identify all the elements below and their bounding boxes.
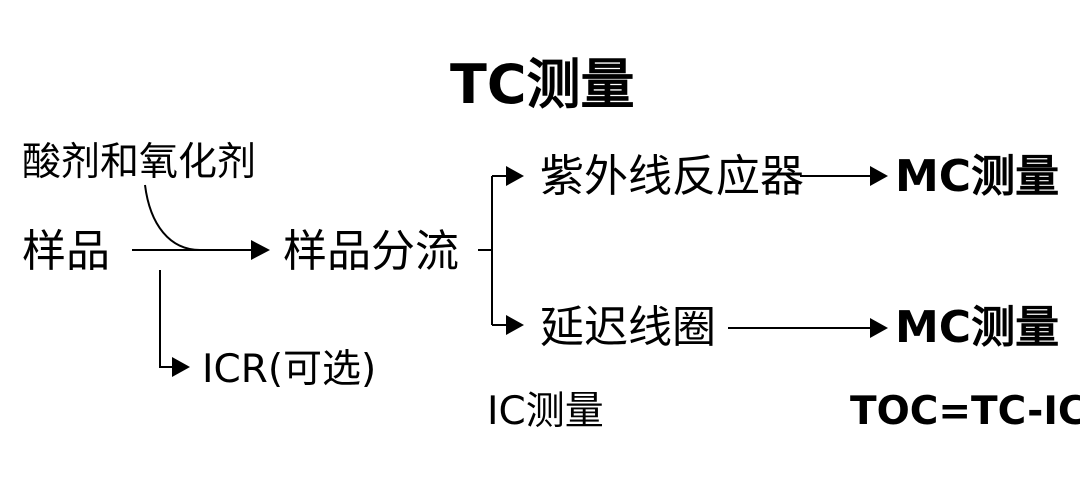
uv-reactor-label: 紫外线反应器	[540, 151, 804, 202]
sample-to-split-arrowhead	[251, 240, 270, 260]
delay-coil-arrowhead	[506, 315, 524, 335]
reagents-label: 酸剂和氧化剂	[22, 140, 257, 185]
diagram-title: TC测量	[450, 53, 635, 116]
uv-to-mc-arrowhead	[870, 166, 888, 186]
toc-formula-label: TOC=TC-IC	[850, 389, 1080, 434]
icr-label: ICR(可选)	[202, 347, 377, 392]
mc-measure-bottom-label: MC测量	[895, 302, 1060, 353]
uv-reactor-arrowhead	[506, 166, 524, 186]
reagent-injection-curve	[144, 184, 201, 251]
mc-measure-top-label: MC测量	[895, 151, 1060, 202]
sample-split-label: 样品分流	[283, 226, 459, 277]
sample-to-icr-line	[159, 270, 178, 368]
delay-coil-label: 延迟线圈	[540, 302, 716, 353]
ic-measure-label: IC测量	[487, 389, 604, 434]
sample-label: 样品	[22, 226, 110, 277]
icr-arrowhead	[172, 357, 190, 377]
delay-to-mc-arrowhead	[870, 318, 888, 338]
